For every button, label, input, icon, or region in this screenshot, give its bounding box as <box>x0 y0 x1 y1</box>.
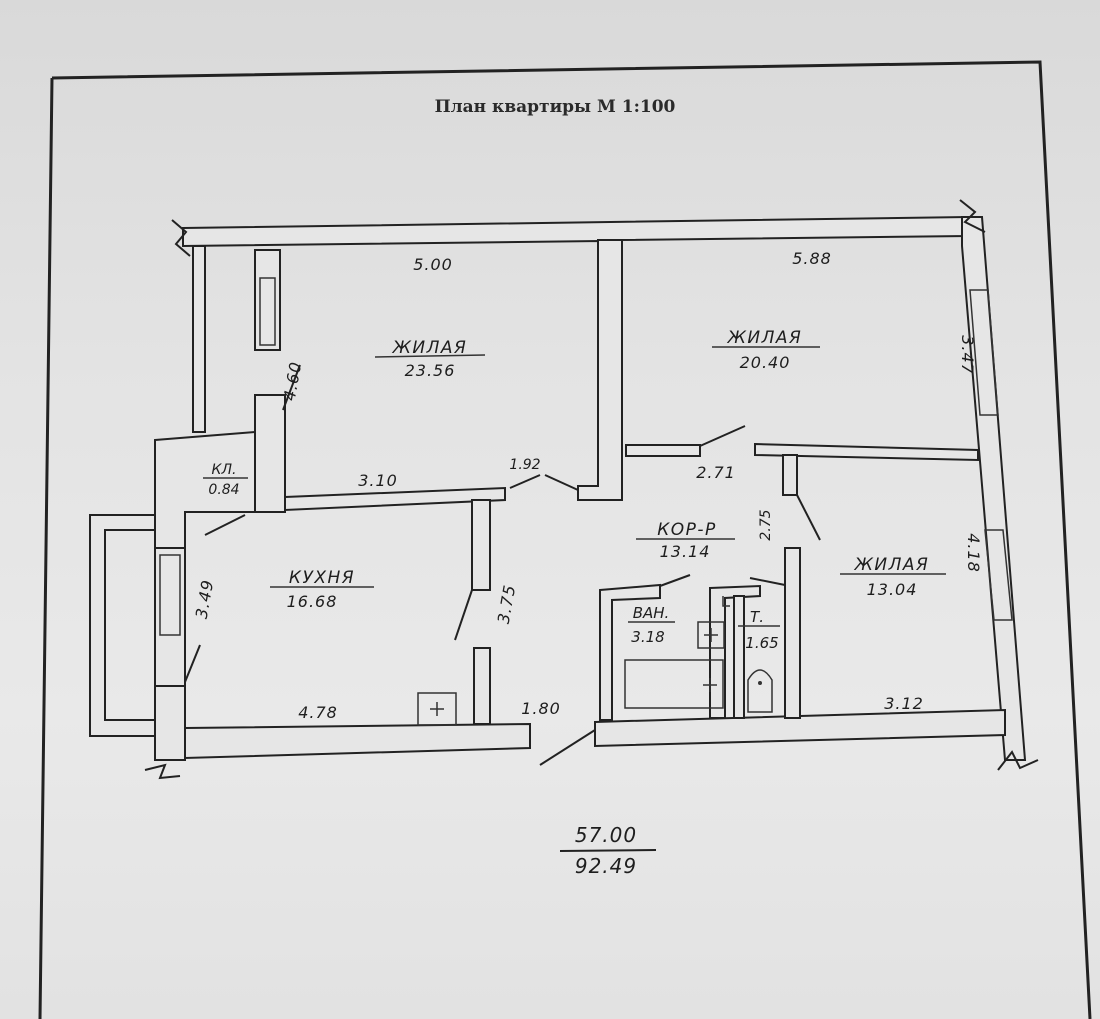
dimension-4-60: 4.60 <box>280 360 306 402</box>
dimension-5-88: 5.88 <box>792 249 832 268</box>
area-totals: 57.00 92.49 <box>559 823 657 878</box>
room-labels: ЖИЛАЯ 23.56 ЖИЛАЯ 20.40 ЖИЛАЯ 13.04 КУХН… <box>203 328 946 652</box>
room-area-kitchen: 16.68 <box>287 592 338 611</box>
room-name-living2: ЖИЛАЯ <box>727 328 803 348</box>
dimension-5-00: 5.00 <box>413 255 453 274</box>
plan-title: План квартиры М 1:100 <box>435 97 676 117</box>
dimension-3-75: 3.75 <box>494 583 520 625</box>
door-swings <box>184 364 821 766</box>
room-area-pantry: 0.84 <box>208 482 239 498</box>
room-name-kitchen: КУХНЯ <box>289 568 355 588</box>
room-name-pantry: КЛ. <box>212 462 237 478</box>
living-area-total: 57.00 <box>575 823 637 847</box>
dimension-4-18: 4.18 <box>964 533 983 573</box>
room-name-living3: ЖИЛАЯ <box>854 555 930 575</box>
room-area-bath: 3.18 <box>631 628 664 646</box>
room-name-corridor: КОР-Р <box>657 520 717 540</box>
room-area-corridor: 13.14 <box>660 542 711 561</box>
dimension-2-71: 2.71 <box>696 463 736 482</box>
room-name-bath: ВАН. <box>633 604 670 622</box>
room-area-living1: 23.56 <box>405 361 456 380</box>
dimension-4-78: 4.78 <box>298 703 338 722</box>
room-area-living3: 13.04 <box>867 580 918 599</box>
sink-fixture <box>697 621 725 649</box>
stove-fixture <box>417 692 457 726</box>
toilet-fixture <box>747 669 773 713</box>
dimension-3-49: 3.49 <box>192 578 218 620</box>
room-area-toilet: 1.65 <box>745 634 778 652</box>
room-name-living1: ЖИЛАЯ <box>392 338 468 358</box>
dimension-1-92: 1.92 <box>509 457 540 473</box>
dimension-3-10: 3.10 <box>358 471 398 490</box>
room-area-living2: 20.40 <box>740 353 791 372</box>
dimension-2-75: 2.75 <box>758 509 774 540</box>
page-frame <box>38 60 1092 1019</box>
walls <box>89 215 1027 761</box>
dimension-labels: 5.00 5.88 3.47 4.60 3.10 1.92 2.71 2.75 … <box>192 249 983 722</box>
dimension-3-12: 3.12 <box>884 694 924 713</box>
total-area: 92.49 <box>575 854 637 878</box>
room-name-toilet: Т. <box>750 608 764 626</box>
fixtures <box>417 596 773 726</box>
break-marks <box>144 199 1039 780</box>
dimension-3-47: 3.47 <box>958 335 977 375</box>
bathtub-fixture <box>624 659 724 709</box>
dimension-1-80: 1.80 <box>521 699 561 718</box>
